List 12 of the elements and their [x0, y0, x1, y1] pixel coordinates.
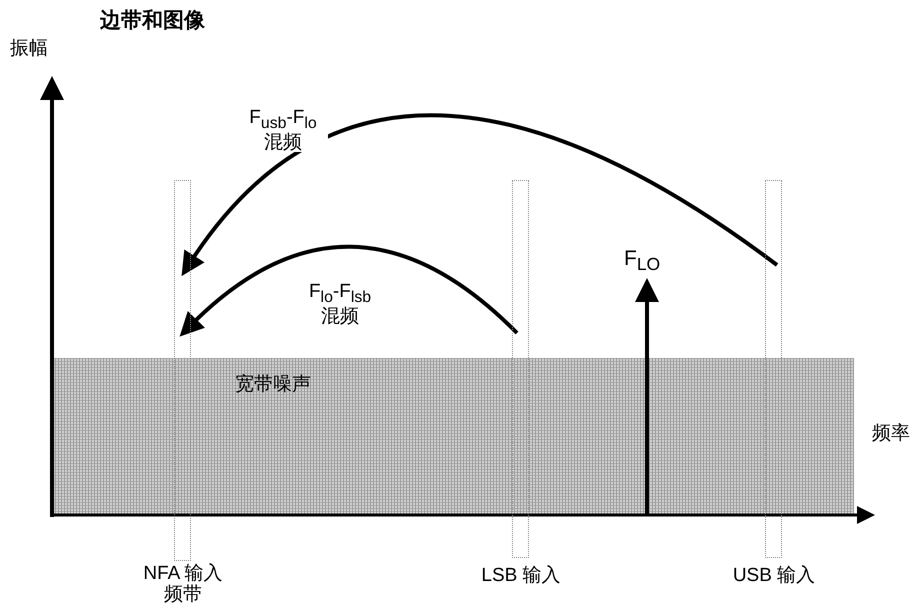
curved-arrow — [180, 113, 778, 276]
band-label: NFA 输入频带 — [142, 563, 224, 605]
signal-label: F$_{LO}$ — [624, 248, 660, 276]
title: 边带和图像 — [100, 8, 205, 34]
region-label: 宽带噪声 — [235, 374, 311, 395]
curved-arrow — [635, 278, 659, 515]
curved-arrow — [179, 244, 518, 336]
noise-region — [52, 358, 854, 515]
axis-label: 频率 — [872, 423, 910, 444]
band-label: LSB 输入 — [480, 565, 562, 586]
band-label: USB 输入 — [732, 565, 816, 586]
axis-label: 振幅 — [10, 38, 48, 59]
